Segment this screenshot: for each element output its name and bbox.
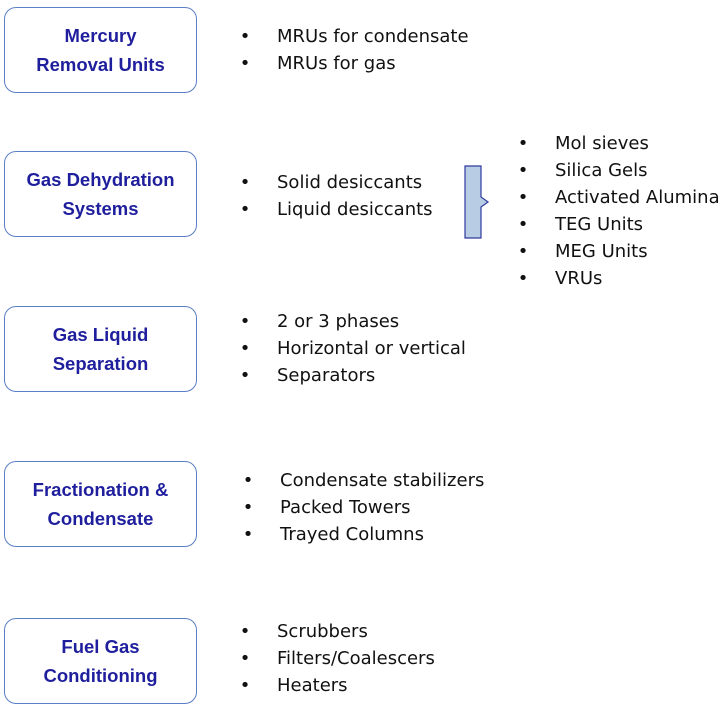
- list-item: •Horizontal or vertical: [235, 335, 466, 362]
- bullet-icon: •: [517, 160, 529, 181]
- bullet-icon: •: [239, 675, 251, 696]
- list-item: •MRUs for condensate: [235, 23, 469, 50]
- bullet-list-mercury: •MRUs for condensate •MRUs for gas: [235, 23, 469, 77]
- list-item: •Packed Towers: [238, 494, 484, 521]
- bullet-icon: •: [517, 241, 529, 262]
- bullet-icon: •: [239, 621, 251, 642]
- list-item: •Liquid desiccants: [235, 196, 433, 223]
- bullet-icon: •: [239, 338, 251, 359]
- list-item: •MEG Units: [513, 238, 720, 265]
- bullet-icon: •: [239, 172, 251, 193]
- list-item: •Filters/Coalescers: [235, 645, 435, 672]
- list-item: •TEG Units: [513, 211, 720, 238]
- list-item: •Solid desiccants: [235, 169, 433, 196]
- bullet-list-dehydration: •Solid desiccants •Liquid desiccants: [235, 169, 433, 223]
- list-item: •Scrubbers: [235, 618, 435, 645]
- bullet-icon: •: [239, 199, 251, 220]
- category-box-fractionation-condensate: Fractionation & Condensate: [4, 461, 197, 547]
- list-item: •Silica Gels: [513, 157, 720, 184]
- list-item: •MRUs for gas: [235, 50, 469, 77]
- bullet-icon: •: [242, 470, 254, 491]
- list-item: •Activated Alumina: [513, 184, 720, 211]
- bullet-icon: •: [239, 311, 251, 332]
- right-arrow-icon: [464, 165, 490, 239]
- bullet-icon: •: [239, 53, 251, 74]
- category-label: Gas Dehydration Systems: [26, 169, 175, 219]
- bullet-icon: •: [517, 133, 529, 154]
- list-item: •VRUs: [513, 265, 720, 292]
- bullet-icon: •: [517, 214, 529, 235]
- list-item: •Separators: [235, 362, 466, 389]
- category-box-mercury-removal-units: Mercury Removal Units: [4, 7, 197, 93]
- list-item: •Mol sieves: [513, 130, 720, 157]
- list-item: •Heaters: [235, 672, 435, 699]
- list-item: •Condensate stabilizers: [238, 467, 485, 494]
- bullet-list-dehydration-methods: •Mol sieves •Silica Gels •Activated Alum…: [513, 130, 720, 292]
- category-label: Mercury Removal Units: [36, 25, 165, 75]
- category-box-fuel-gas-conditioning: Fuel Gas Conditioning: [4, 618, 197, 704]
- list-item: •Trayed Columns: [238, 521, 484, 548]
- bullet-icon: •: [242, 524, 254, 545]
- list-item: •2 or 3 phases: [235, 308, 466, 335]
- category-box-gas-dehydration-systems: Gas Dehydration Systems: [4, 151, 197, 237]
- bullet-icon: •: [239, 648, 251, 669]
- bullet-icon: •: [517, 268, 529, 289]
- bullet-list-separation: •2 or 3 phases •Horizontal or vertical •…: [235, 308, 466, 389]
- bullet-icon: •: [242, 497, 254, 518]
- bullet-list-fuel-gas: •Scrubbers •Filters/Coalescers •Heaters: [235, 618, 435, 699]
- category-label: Fuel Gas Conditioning: [43, 636, 158, 686]
- bullet-icon: •: [517, 187, 529, 208]
- category-label: Gas Liquid Separation: [52, 324, 149, 374]
- bullet-icon: •: [239, 26, 251, 47]
- bullet-icon: •: [239, 365, 251, 386]
- category-box-gas-liquid-separation: Gas Liquid Separation: [4, 306, 197, 392]
- category-label: Fractionation & Condensate: [32, 479, 169, 529]
- bullet-list-fractionation: •Condensate stabilizers •Packed Towers •…: [238, 467, 485, 548]
